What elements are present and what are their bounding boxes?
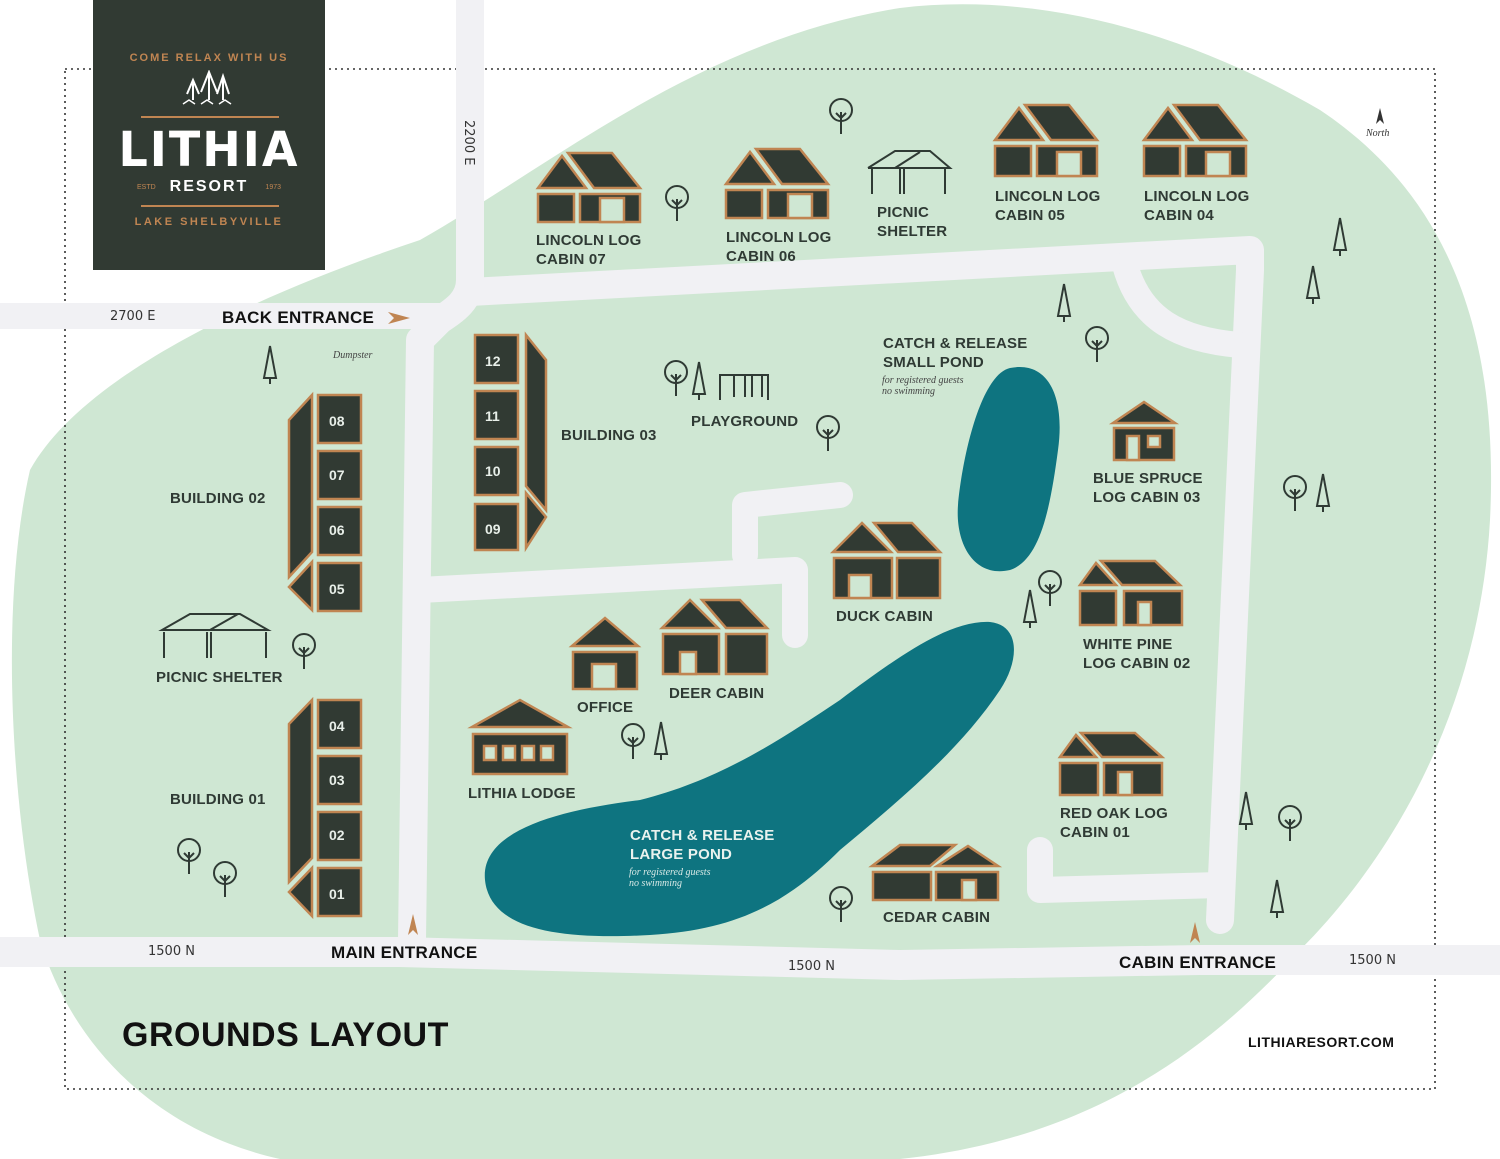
- unit-04: 04: [329, 718, 345, 734]
- lincoln-cabin-06-icon: [723, 147, 831, 220]
- main-entrance-label: MAIN ENTRANCE: [331, 943, 478, 962]
- label-small-pond-note: for registered guests no swimming: [882, 375, 964, 397]
- road-label-2700e: 2700 E: [110, 309, 156, 324]
- label-large-pond: CATCH & RELEASE LARGE POND: [630, 827, 775, 863]
- logo-rule-bottom: [141, 205, 279, 207]
- unit-10: 10: [485, 463, 501, 479]
- label-lincoln-04: LINCOLN LOG CABIN 04: [1144, 188, 1250, 224]
- label-building-03: BUILDING 03: [561, 427, 657, 444]
- logo-name: LITHIA: [118, 120, 300, 178]
- deer-cabin-icon: [658, 598, 770, 676]
- logo-rule-top: [141, 116, 279, 118]
- logo-estd: ESTD: [137, 184, 156, 191]
- label-building-01: BUILDING 01: [170, 791, 266, 808]
- road-label-1500n-right: 1500 N: [1349, 953, 1396, 968]
- lincoln-cabin-05-icon: [992, 103, 1100, 178]
- label-red-oak: RED OAK LOG CABIN 01: [1060, 805, 1169, 841]
- unit-02: 02: [329, 827, 345, 843]
- label-lincoln-06: LINCOLN LOG CABIN 06: [726, 229, 832, 265]
- lincoln-cabin-07-icon: [535, 151, 643, 224]
- white-pine-cabin-icon: [1077, 559, 1184, 627]
- cabin-entrance-label: CABIN ENTRANCE: [1119, 953, 1277, 972]
- road-label-1500n-mid: 1500 N: [788, 959, 835, 974]
- unit-09: 09: [485, 521, 501, 537]
- label-lincoln-05: LINCOLN LOG CABIN 05: [995, 188, 1101, 224]
- main-entrance-arrow: [408, 914, 418, 935]
- large-pond: [484, 621, 1014, 937]
- north-arrow-icon: [1376, 108, 1384, 124]
- building-03-icon: [473, 331, 548, 553]
- picnic-shelter-north-icon: [867, 150, 953, 194]
- lincoln-cabin-04-icon: [1141, 103, 1249, 178]
- website-link[interactable]: LITHIARESORT.COM: [1248, 1034, 1395, 1050]
- unit-11: 11: [485, 408, 500, 424]
- label-building-02: BUILDING 02: [170, 490, 266, 507]
- resort-logo: COME RELAX WITH US LITHIA ESTD RESORT 19…: [93, 0, 325, 270]
- logo-tagline: COME RELAX WITH US: [129, 52, 289, 64]
- north-label: North: [1366, 128, 1390, 139]
- label-deer-cabin: DEER CABIN: [669, 685, 765, 702]
- unit-01: 01: [329, 886, 345, 902]
- label-office: OFFICE: [577, 699, 634, 716]
- logo-resort: RESORT: [169, 178, 249, 195]
- lithia-lodge-icon: [467, 698, 573, 776]
- label-lincoln-07: LINCOLN LOG CABIN 07: [536, 232, 642, 268]
- label-picnic-north: PICNIC SHELTER: [877, 204, 948, 240]
- label-cedar-cabin: CEDAR CABIN: [883, 909, 991, 926]
- small-pond: [957, 366, 1060, 572]
- label-small-pond: CATCH & RELEASE SMALL POND: [883, 335, 1028, 371]
- office-icon: [568, 616, 642, 691]
- blue-spruce-cabin-icon: [1108, 400, 1180, 462]
- pine-trees-logo-icon: [182, 70, 232, 105]
- unit-07: 07: [329, 467, 345, 483]
- unit-06: 06: [329, 522, 345, 538]
- red-oak-cabin-icon: [1057, 731, 1166, 797]
- label-large-pond-note: for registered guests no swimming: [629, 867, 711, 889]
- label-picnic-west: PICNIC SHELTER: [156, 669, 283, 686]
- back-entrance-label: BACK ENTRANCE: [222, 308, 375, 327]
- label-dumpster: Dumpster: [333, 350, 373, 361]
- back-entrance-arrow: [388, 312, 410, 324]
- logo-year: 1973: [265, 184, 281, 191]
- label-lithia-lodge: LITHIA LODGE: [468, 785, 576, 802]
- building-02-icon: [287, 391, 363, 614]
- page-title: GROUNDS LAYOUT: [122, 1016, 449, 1054]
- logo-location: LAKE SHELBYVILLE: [134, 216, 284, 228]
- road-label-2200e: 2200 E: [461, 120, 476, 166]
- cabin-entrance-arrow: [1190, 922, 1200, 943]
- unit-12: 12: [485, 353, 501, 369]
- label-blue-spruce: BLUE SPRUCE LOG CABIN 03: [1093, 470, 1203, 506]
- swing-set-icon: [719, 374, 769, 400]
- unit-05: 05: [329, 581, 345, 597]
- label-playground: PLAYGROUND: [691, 413, 799, 430]
- cedar-cabin-icon: [868, 843, 1003, 902]
- road-label-1500n-left: 1500 N: [148, 944, 195, 959]
- label-white-pine: WHITE PINE LOG CABIN 02: [1083, 636, 1191, 672]
- picnic-shelter-west-icon: [158, 613, 272, 658]
- duck-cabin-icon: [829, 521, 943, 600]
- roads: [0, 0, 1500, 980]
- unit-03: 03: [329, 772, 345, 788]
- label-duck-cabin: DUCK CABIN: [836, 608, 933, 625]
- building-01-icon: [287, 696, 363, 920]
- unit-08: 08: [329, 413, 345, 429]
- map-border: [64, 68, 1436, 1090]
